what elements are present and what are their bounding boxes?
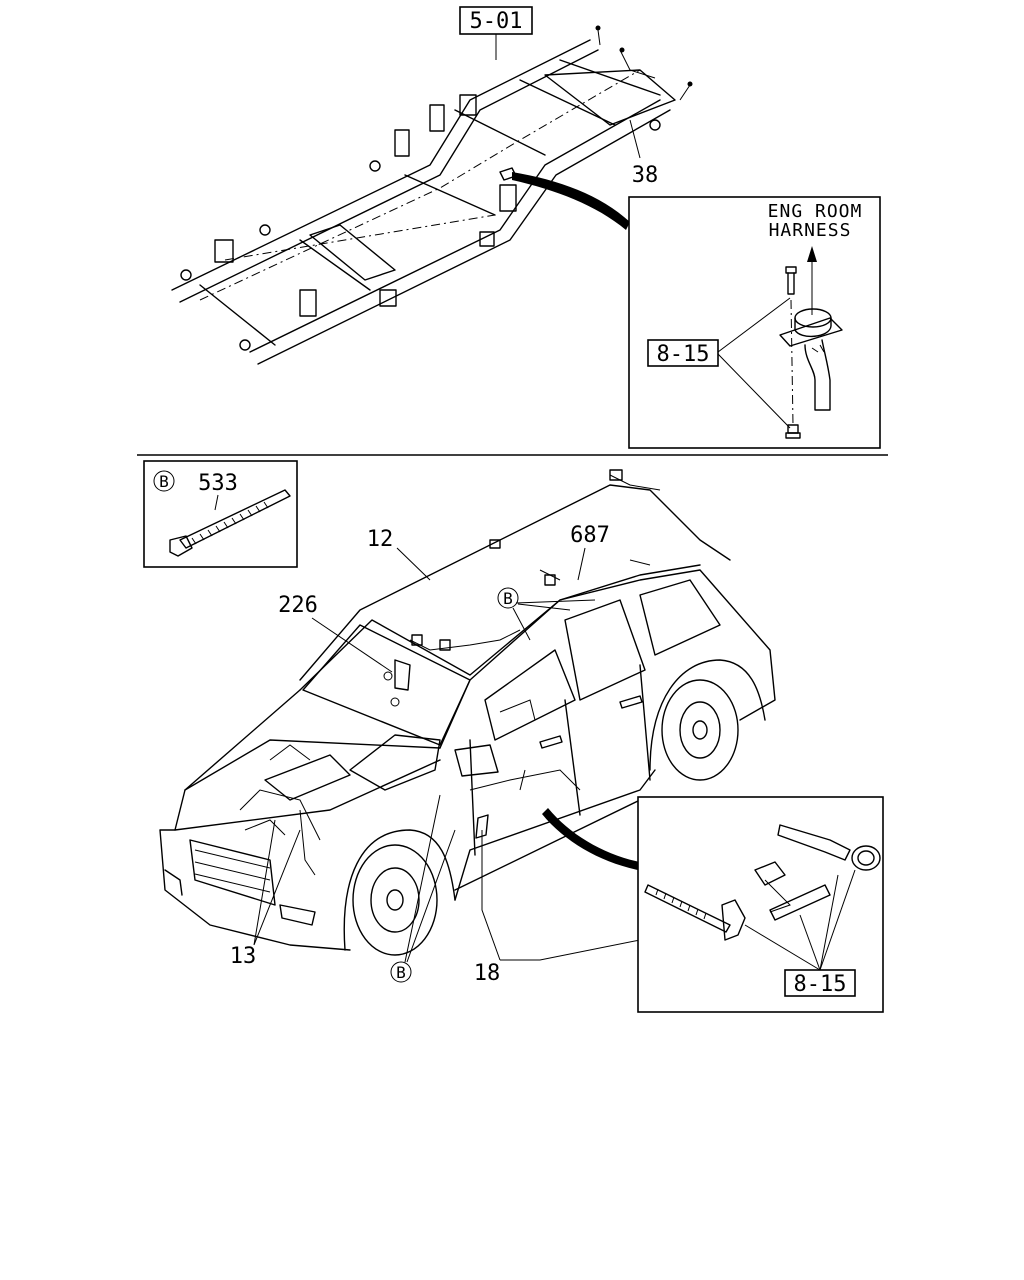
part-13-callout: 13 [230,819,301,969]
inset-caption-line1: ENG ROOM [768,201,863,222]
part-12-callout: 12 [367,527,431,581]
badge-b-bottom: B [396,963,406,982]
ref-label-5-01: 5-01 [459,6,533,60]
clip-detail-inset: B 533 [143,460,298,568]
screw-icon [785,424,801,439]
clip-inset-badge: B [159,472,169,491]
arrow-up-icon [807,246,817,262]
frame-inset-pointer [512,172,630,230]
part-12-label: 12 [367,527,394,552]
part-13-label: 13 [230,944,257,969]
bolt-icon [785,266,797,295]
part-18-callout: 18 [474,830,641,986]
cable-tie-icon [169,489,291,557]
clip-icon [754,861,831,921]
part-533-label: 533 [198,471,238,496]
chassis-frame-drawing [171,25,693,365]
frame-detail-inset: ENG ROOM HARNESS 8-15 [628,196,881,449]
door-inset-pointer [542,808,640,870]
part-687-label: 687 [570,523,610,548]
ref-label-5-01-text: 5-01 [470,9,523,34]
grommet-icon [777,824,881,871]
door-detail-inset: 8-15 [637,796,884,1013]
inset-caption-line2: HARNESS [769,220,852,241]
part-18-label: 18 [474,961,501,986]
badge-b-bottom-callout: B [390,794,456,983]
part-226-label: 226 [278,593,318,618]
inset-ref-label-8-15: 8-15 [657,342,710,367]
part-687-callout: 687 [570,523,610,581]
badge-b-top-callout: B [497,587,596,641]
part-226-callout: 226 [278,593,393,673]
part-38-callout: 38 [629,119,659,188]
grommet-icon [779,308,843,411]
part-38-label: 38 [632,163,659,188]
vehicle-drawing [159,469,776,956]
door-inset-ref-label-8-15: 8-15 [794,972,847,997]
badge-b-top: B [503,589,513,608]
cable-tie-icon [644,884,746,941]
